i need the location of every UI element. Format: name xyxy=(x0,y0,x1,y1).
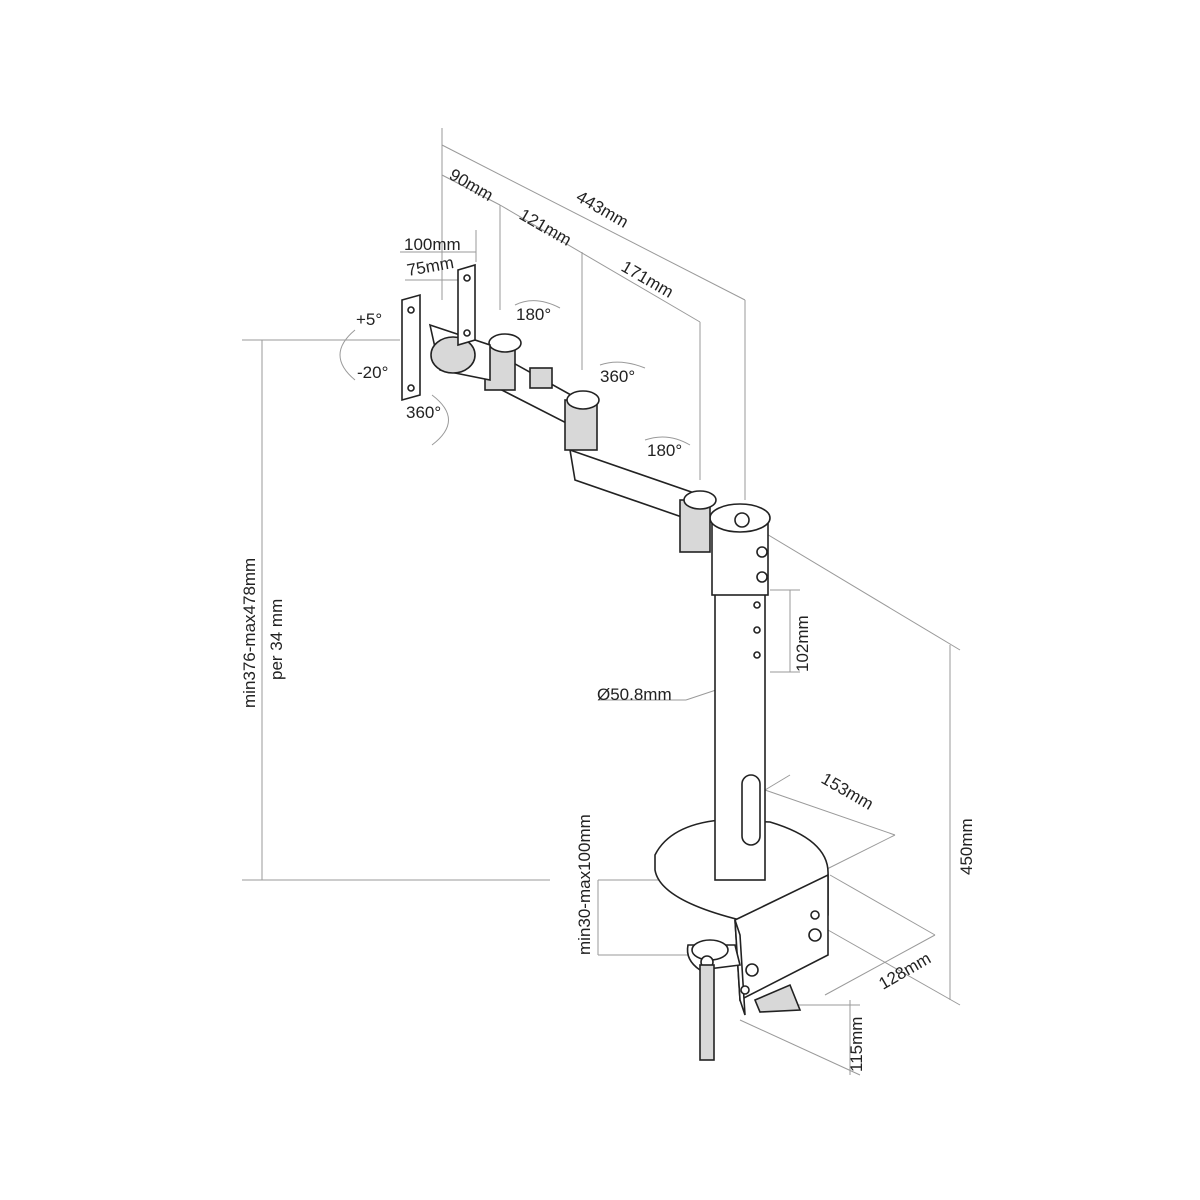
label-rot-180-a: 180° xyxy=(516,305,551,324)
label-hole-spacing: 102mm xyxy=(793,615,812,672)
label-tilt-down: -20° xyxy=(357,363,388,382)
label-seg-90: 90mm xyxy=(446,165,496,205)
label-pole-diameter: Ø50.8mm xyxy=(597,685,672,704)
label-vesa-100: 100mm xyxy=(404,235,461,254)
vesa-plate xyxy=(401,263,476,402)
dimension-lines xyxy=(242,128,961,1076)
label-clamp-128: 128mm xyxy=(876,949,935,994)
rotation-arrows xyxy=(339,300,691,446)
label-clamp-115: 115mm xyxy=(847,1017,866,1072)
label-seg-121: 121mm xyxy=(516,205,575,250)
label-total-443: 443mm xyxy=(573,187,632,232)
label-rot-360-b: 360° xyxy=(406,403,441,422)
label-height-range: min376-max478mm xyxy=(240,558,259,708)
label-pole-height: 450mm xyxy=(957,818,976,875)
label-desk-thickness: min30-max100mm xyxy=(575,814,594,955)
label-tilt-up: +5° xyxy=(356,310,382,329)
label-vesa-75: 75mm xyxy=(405,253,455,280)
label-base-153: 153mm xyxy=(818,769,877,814)
arm-segments xyxy=(428,323,717,553)
pole xyxy=(709,503,771,881)
label-rot-180-b: 180° xyxy=(647,441,682,460)
label-height-step: per 34 mm xyxy=(267,599,286,680)
desk-clamp xyxy=(654,819,829,1061)
label-rot-360-a: 360° xyxy=(600,367,635,386)
